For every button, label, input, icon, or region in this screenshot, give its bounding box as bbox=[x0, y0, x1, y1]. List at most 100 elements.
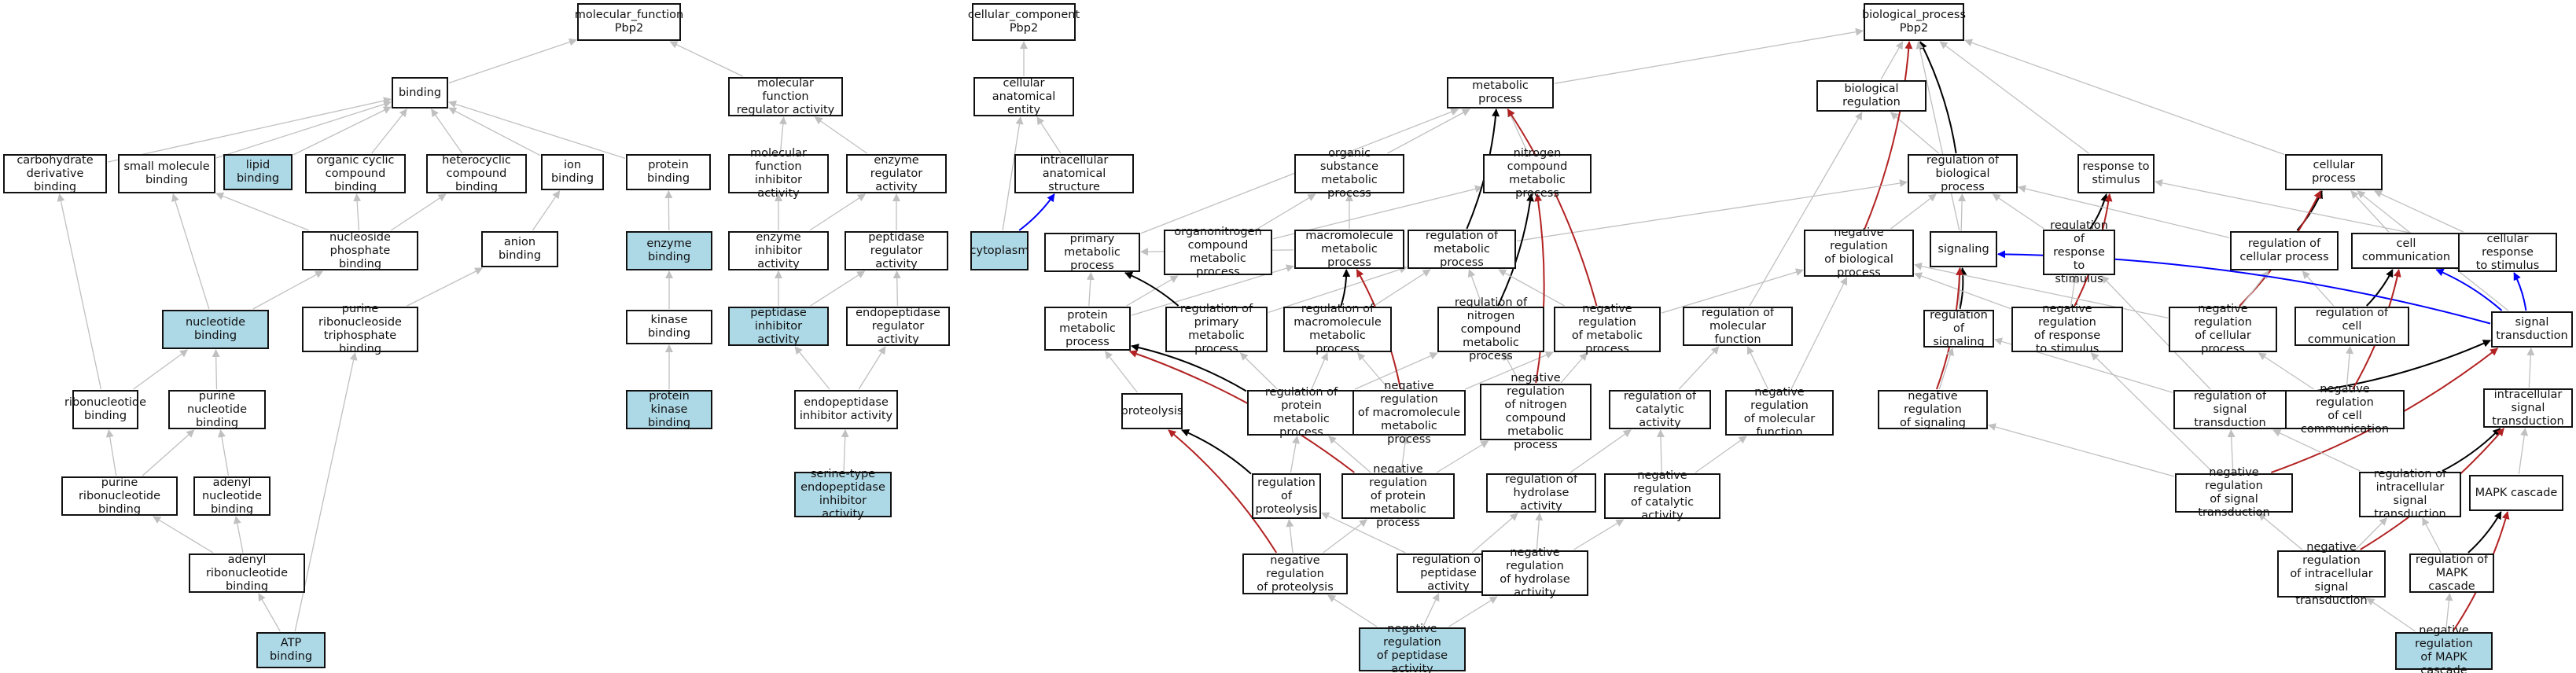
node-negative-regulation-of-proteolysis[interactable]: negative regulation of proteolysis bbox=[1242, 553, 1348, 594]
edge-nrmapk-to-nrist bbox=[2366, 598, 2416, 632]
node-regulation-of-signal-transduction[interactable]: regulation of signal transduction bbox=[2173, 390, 2287, 429]
node-endopeptidase-regulator-activity[interactable]: endopeptidase regulator activity bbox=[846, 307, 950, 346]
node-regulation-of-protein-metabolic-process[interactable]: regulation of protein metabolic process bbox=[1247, 386, 1356, 439]
node-molecular-function-regulator-activity[interactable]: molecular function regulator activity bbox=[728, 77, 843, 116]
node-negative-regulation-of-catalytic-activity[interactable]: negative regulation of catalytic activit… bbox=[1604, 469, 1720, 522]
node-negative-regulation-of-hydrolase-activity[interactable]: negative regulation of hydrolase activit… bbox=[1481, 546, 1588, 599]
node-nucleoside-phosphate-binding[interactable]: nucleoside phosphate binding bbox=[302, 231, 418, 270]
node-primary-metabolic-process[interactable]: primary metabolic process bbox=[1044, 233, 1140, 272]
edge-protb-to-binding bbox=[448, 100, 626, 160]
edge-rprot-to-rprmp bbox=[1290, 436, 1300, 473]
node-mapk-cascade[interactable]: MAPK cascade bbox=[2469, 475, 2563, 511]
node-regulation-of-response-to-stimulus[interactable]: regulation of response to stimulus bbox=[2043, 219, 2115, 285]
node-negative-regulation-of-mapk-cascade[interactable]: negative regulation of MAPK cascade bbox=[2395, 624, 2493, 673]
node-negative-regulation-of-macromolecule-metabolic-process[interactable]: negative regulation of macromolecule met… bbox=[1352, 380, 1466, 446]
edge-nrmf-to-rmf bbox=[1746, 346, 1769, 390]
edge-lipid-to-binding bbox=[293, 106, 392, 156]
node-protein-binding[interactable]: protein binding bbox=[626, 154, 711, 190]
node-adenyl-ribonucleotide-binding[interactable]: adenyl ribonucleotide binding bbox=[189, 553, 305, 593]
node-regulation-of-hydrolase-activity[interactable]: regulation of hydrolase activity bbox=[1486, 473, 1596, 513]
node-protein-metabolic-process[interactable]: protein metabolic process bbox=[1044, 307, 1131, 351]
node-carbohydrate-derivative-binding[interactable]: carbohydrate derivative binding bbox=[3, 154, 107, 193]
node-enzyme-regulator-activity[interactable]: enzyme regulator activity bbox=[846, 154, 947, 193]
node-cellular-process[interactable]: cellular process bbox=[2285, 154, 2383, 190]
node-cytoplasm[interactable]: cytoplasm bbox=[970, 231, 1029, 270]
node-regulation-of-catalytic-activity[interactable]: regulation of catalytic activity bbox=[1609, 390, 1711, 429]
node-purine-ribonucleoside-triphosphate-binding[interactable]: purine ribonucleoside triphosphate bindi… bbox=[302, 303, 418, 355]
node-regulation-of-mapk-cascade[interactable]: regulation of MAPK cascade bbox=[2409, 553, 2494, 593]
node-atp-binding[interactable]: ATP binding bbox=[256, 632, 326, 668]
node-negative-regulation-of-cell-communication[interactable]: negative regulation of cell communicatio… bbox=[2285, 383, 2405, 436]
node-negative-regulation-of-biological-process[interactable]: negative regulation of biological proces… bbox=[1804, 226, 1914, 279]
node-cellular-component-pbp2[interactable]: cellular_component Pbp2 bbox=[968, 3, 1080, 41]
node-negative-regulation-of-protein-metabolic-process[interactable]: negative regulation of protein metabolic… bbox=[1341, 463, 1455, 529]
node-endopeptidase-inhibitor-activity[interactable]: endopeptidase inhibitor activity bbox=[794, 390, 898, 429]
edge-cytoplasm-to-cae bbox=[1002, 116, 1024, 231]
node-cell-communication[interactable]: cell communication bbox=[2351, 233, 2461, 269]
node-negative-regulation-of-signaling[interactable]: negative regulation of signaling bbox=[1878, 390, 1988, 429]
node-enzyme-inhibitor-activity[interactable]: enzyme inhibitor activity bbox=[728, 231, 829, 270]
node-organonitrogen-compound-metabolic-process[interactable]: organonitrogen compound metabolic proces… bbox=[1164, 226, 1272, 278]
node-cellular-response-to-stimulus[interactable]: cellular response to stimulus bbox=[2458, 233, 2557, 272]
node-cellular-anatomical-entity[interactable]: cellular anatomical entity bbox=[973, 77, 1074, 116]
node-peptidase-inhibitor-activity[interactable]: peptidase inhibitor activity bbox=[728, 307, 829, 346]
edge-mapk-to-ist bbox=[2518, 428, 2529, 475]
node-anion-binding[interactable]: anion binding bbox=[481, 231, 558, 267]
node-negative-regulation-of-peptidase-activity[interactable]: negative regulation of peptidase activit… bbox=[1359, 623, 1466, 673]
node-metabolic-process[interactable]: metabolic process bbox=[1447, 77, 1554, 108]
node-peptidase-regulator-activity[interactable]: peptidase regulator activity bbox=[845, 231, 948, 270]
node-adenyl-nucleotide-binding[interactable]: adenyl nucleotide binding bbox=[193, 476, 270, 516]
node-binding[interactable]: binding bbox=[392, 77, 448, 108]
node-regulation-of-intracellular-signal-transduction[interactable]: regulation of intracellular signal trans… bbox=[2359, 468, 2461, 520]
node-nitrogen-compound-metabolic-process[interactable]: nitrogen compound metabolic process bbox=[1483, 147, 1592, 200]
node-biological-process-pbp2[interactable]: biological_process Pbp2 bbox=[1862, 3, 1966, 41]
edge-rnb-to-ntb bbox=[133, 349, 189, 390]
node-organic-substance-metabolic-process[interactable]: organic substance metabolic process bbox=[1294, 147, 1404, 200]
node-negative-regulation-of-signal-transduction[interactable]: negative regulation of signal transducti… bbox=[2175, 466, 2293, 519]
edge-rcp-to-rbp bbox=[2018, 185, 2230, 238]
node-purine-ribonucleotide-binding[interactable]: purine ribonucleotide binding bbox=[61, 476, 178, 516]
node-negative-regulation-of-intracellular-signal-transduction[interactable]: negative regulation of intracellular sig… bbox=[2277, 541, 2386, 607]
node-small-molecule-binding[interactable]: small molecule binding bbox=[118, 154, 215, 193]
edge-rmf-to-bioreg bbox=[1749, 112, 1863, 307]
node-negative-regulation-of-cellular-process[interactable]: negative regulation of cellular process bbox=[2169, 303, 2277, 355]
node-response-to-stimulus[interactable]: response to stimulus bbox=[2077, 154, 2155, 193]
node-negative-regulation-of-nitrogen-compound-metabolic-process[interactable]: negative regulation of nitrogen compound… bbox=[1480, 372, 1592, 451]
node-regulation-of-cellular-process[interactable]: regulation of cellular process bbox=[2230, 231, 2339, 270]
edge-rprmp-to-rpmp bbox=[1239, 352, 1278, 390]
edge-pnb-to-ntb bbox=[212, 349, 220, 390]
node-regulation-of-signaling[interactable]: regulation of signaling bbox=[1923, 309, 1994, 348]
node-signaling[interactable]: signaling bbox=[1930, 231, 1997, 267]
node-negative-regulation-of-response-to-stimulus[interactable]: negative regulation of response to stimu… bbox=[2011, 303, 2123, 355]
node-intracellular-signal-transduction[interactable]: intracellular signal transduction bbox=[2483, 388, 2573, 428]
node-serine-type-endopeptidase-inhibitor-activity[interactable]: serine-type endopeptidase inhibitor acti… bbox=[794, 468, 892, 520]
node-nucleotide-binding[interactable]: nucleotide binding bbox=[162, 310, 269, 349]
node-regulation-of-primary-metabolic-process[interactable]: regulation of primary metabolic process bbox=[1165, 303, 1268, 355]
node-lipid-binding[interactable]: lipid binding bbox=[223, 154, 293, 190]
node-regulation-of-proteolysis[interactable]: regulation of proteolysis bbox=[1252, 473, 1321, 519]
node-intracellular-anatomical-structure[interactable]: intracellular anatomical structure bbox=[1014, 154, 1134, 193]
node-ribonucleotide-binding[interactable]: ribonucleotide binding bbox=[64, 390, 146, 429]
node-ion-binding[interactable]: ion binding bbox=[541, 154, 604, 190]
node-regulation-of-biological-process[interactable]: regulation of biological process bbox=[1908, 154, 2018, 193]
node-enzyme-binding[interactable]: enzyme binding bbox=[626, 231, 712, 270]
node-biological-regulation[interactable]: biological regulation bbox=[1816, 80, 1926, 112]
node-proteolysis[interactable]: proteolysis bbox=[1121, 393, 1183, 429]
node-regulation-of-nitrogen-compound-metabolic-process[interactable]: regulation of nitrogen compound metaboli… bbox=[1437, 296, 1544, 362]
node-negative-regulation-of-molecular-function[interactable]: negative regulation of molecular functio… bbox=[1725, 386, 1834, 439]
node-molecular-function-inhibitor-activity[interactable]: molecular function inhibitor activity bbox=[728, 147, 829, 200]
node-protein-kinase-binding[interactable]: protein kinase binding bbox=[626, 390, 712, 429]
node-purine-nucleotide-binding[interactable]: purine nucleotide binding bbox=[168, 390, 266, 429]
node-regulation-of-metabolic-process[interactable]: regulation of metabolic process bbox=[1408, 230, 1516, 269]
edge-nrrs-to-rrs bbox=[2070, 275, 2078, 307]
node-regulation-of-molecular-function[interactable]: regulation of molecular function bbox=[1683, 307, 1793, 346]
node-regulation-of-macromolecule-metabolic-process[interactable]: regulation of macromolecule metabolic pr… bbox=[1283, 303, 1392, 355]
node-signal-transduction[interactable]: signal transduction bbox=[2491, 311, 2573, 348]
node-heterocyclic-compound-binding[interactable]: heterocyclic compound binding bbox=[426, 154, 527, 193]
node-macromolecule-metabolic-process[interactable]: macromolecule metabolic process bbox=[1294, 230, 1404, 269]
node-kinase-binding[interactable]: kinase binding bbox=[626, 310, 712, 344]
node-organic-cyclic-compound-binding[interactable]: organic cyclic compound binding bbox=[305, 154, 406, 193]
node-regulation-of-cell-communication[interactable]: regulation of cell communication bbox=[2294, 307, 2409, 346]
node-negative-regulation-of-metabolic-process[interactable]: negative regulation of metabolic process bbox=[1554, 303, 1661, 355]
node-molecular-function-pbp2[interactable]: molecular_function Pbp2 bbox=[575, 3, 683, 41]
